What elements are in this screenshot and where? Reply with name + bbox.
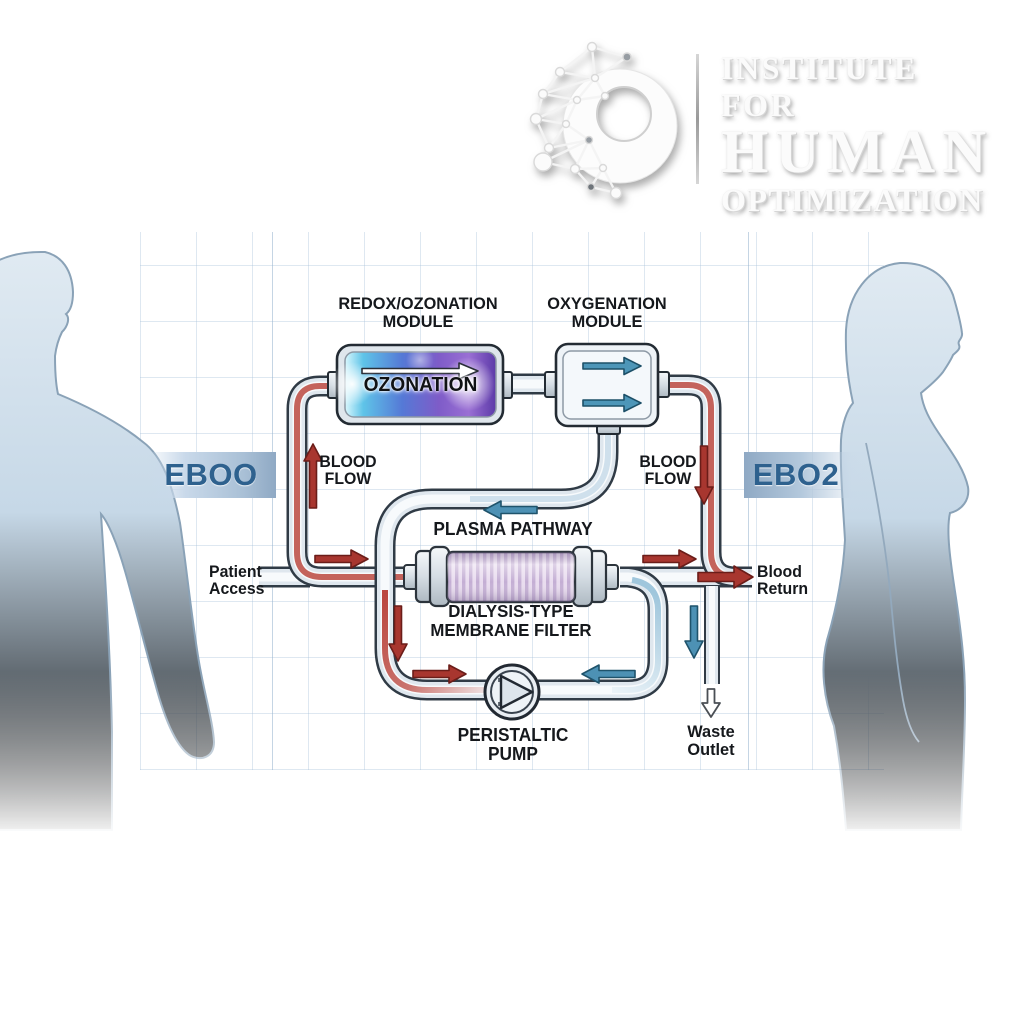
blood-return-arrow <box>697 565 754 589</box>
female-arm-line <box>865 442 920 743</box>
peristaltic-pump <box>483 663 541 721</box>
blood-return-label: Blood Return <box>757 563 809 599</box>
pipe-blood-riser-left <box>286 375 410 588</box>
blood-flow-left-label: BLOOD FLOW <box>319 453 377 489</box>
male-silhouette <box>0 250 216 831</box>
blood-right-arrow-pump <box>412 664 467 684</box>
blood-down-arrow-bottomleft <box>388 605 408 662</box>
membrane-filter-body <box>445 550 577 604</box>
logo-divider <box>696 54 699 184</box>
logo-ring-icon <box>562 68 678 184</box>
membrane-filter <box>403 545 619 608</box>
flow-arrows <box>303 443 754 718</box>
redox-module-label: REDOX/OZONATION MODULE <box>338 294 498 332</box>
plasma-pathway-label: PLASMA PATHWAY <box>433 519 593 539</box>
logo-wordmark: INSTITUTE FOR HUMAN OPTIMIZATION <box>721 50 1003 219</box>
waste-outlet-label: Waste Outlet <box>687 722 735 760</box>
eboo-banner-label: EBOO <box>164 457 258 492</box>
waste-outlet-arrow <box>701 688 721 718</box>
plasma-left-arrow <box>483 500 538 520</box>
oxygenation-module-label: OXYGENATION MODULE <box>547 294 667 332</box>
ebo2-banner: EBO2 <box>744 452 870 498</box>
panel-edge-left <box>272 232 273 770</box>
pipe-filter-drop <box>610 566 669 701</box>
female-silhouette <box>822 261 970 831</box>
blood-down-arrow-right <box>694 445 714 505</box>
plasma-left-arrow-bottom <box>581 664 636 684</box>
logo-network-nodes <box>529 41 632 200</box>
blood-flow-right-label: BLOOD FLOW <box>639 453 697 489</box>
patient-access-label: Patient Access <box>209 563 265 599</box>
peristaltic-pump-label: PERISTALTIC PUMP <box>457 725 569 765</box>
panel-edge-right <box>748 232 749 770</box>
membrane-filter-label: DIALYSIS-TYPE MEMBRANE FILTER <box>430 601 592 640</box>
ebo2-banner-label: EBO2 <box>752 457 840 492</box>
logo-line-optimization: OPTIMIZATION <box>721 182 984 218</box>
oxygen-arrow-bottom <box>582 393 642 413</box>
logo-line-institute-for: INSTITUTE FOR <box>721 50 918 123</box>
blood-right-arrow-prejunction <box>642 549 697 569</box>
ozonation-screen-label: OZONATION <box>363 374 478 396</box>
redox-ozonation-module <box>327 343 513 426</box>
ozonation-flow-arrow <box>361 362 479 380</box>
pipe-plasma-loop <box>374 428 619 701</box>
blood-right-arrow-left <box>314 549 369 569</box>
waste-down-arrow <box>684 605 704 659</box>
oxygenation-module <box>544 342 670 435</box>
eboo-banner: EBOO <box>146 452 276 498</box>
blood-up-arrow <box>303 443 323 509</box>
oxygen-arrow-top <box>582 356 642 376</box>
logo-line-human: HUMAN <box>721 119 994 186</box>
logo-mark <box>529 41 678 200</box>
